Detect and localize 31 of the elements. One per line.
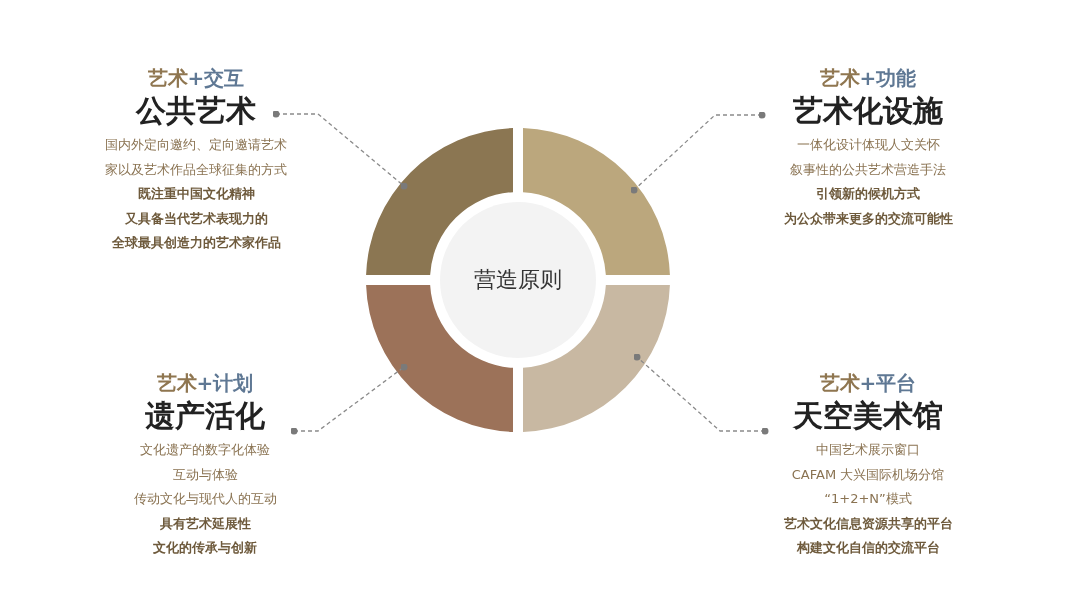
leader-line — [272, 110, 408, 190]
center-label: 营造原则 — [474, 266, 562, 294]
description-text: 文化遗产的数字化体验 — [140, 441, 270, 459]
leader-line — [630, 111, 766, 194]
description-text: 又具备当代艺术表现力的 — [124, 209, 268, 228]
description-text: CAFAM 大兴国际机场分馆 — [791, 465, 945, 484]
description-text: 构建文化自信的交流平台 — [796, 539, 940, 557]
leader-line — [633, 353, 769, 435]
description-text: 文化的传承与创新 — [153, 539, 257, 557]
category-label: 艺术+功能 — [819, 65, 917, 91]
description-text: 互动与体验 — [172, 465, 238, 484]
heading: 公共艺术 — [136, 92, 256, 130]
description-text: 国内外定向邀约、定向邀请艺术家以及艺术作品全球征集的方式 — [104, 136, 288, 179]
heading: 遗产活化 — [145, 397, 265, 435]
description-text: 引领新的候机方式 — [816, 185, 920, 203]
leader-line — [290, 363, 408, 435]
description-text: 全球最具创造力的艺术家作品 — [111, 234, 281, 252]
heading: 艺术化设施 — [793, 92, 943, 130]
heading: 天空美术馆 — [793, 397, 943, 435]
category-label: 艺术+计划 — [156, 370, 254, 396]
description-text: 中国艺术展示窗口 — [816, 441, 920, 459]
description-text: 具有艺术延展性 — [159, 514, 251, 533]
category-label: 艺术+交互 — [147, 65, 245, 91]
description-text: 传动文化与现代人的互动 — [133, 490, 277, 508]
description-text: 既注重中国文化精神 — [137, 185, 255, 203]
description-text: 艺术文化信息资源共享的平台 — [783, 514, 953, 533]
description-text: 为公众带来更多的交流可能性 — [783, 209, 953, 228]
category-label: 艺术+平台 — [819, 370, 917, 396]
description-text: 一体化设计体现人文关怀 — [796, 136, 940, 154]
description-text: 叙事性的公共艺术营造手法 — [790, 160, 946, 179]
description-text: “1+2+N”模式 — [824, 490, 912, 508]
